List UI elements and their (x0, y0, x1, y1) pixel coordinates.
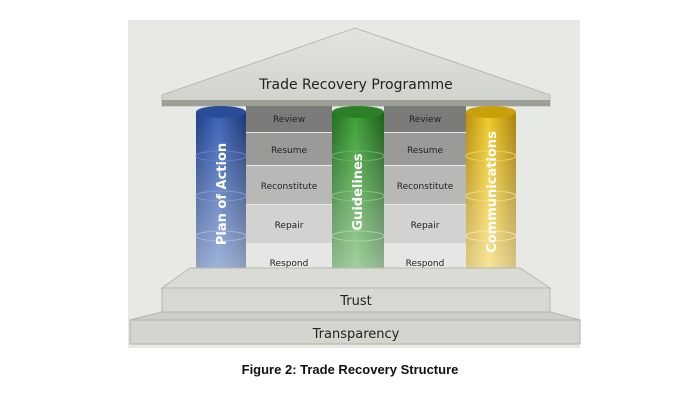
roof-title: Trade Recovery Programme (258, 77, 452, 93)
step-review-left (246, 106, 332, 132)
pillar-label: Plan of Action (215, 143, 230, 245)
base-label: Transparency (312, 327, 400, 342)
step-label: Resume (271, 146, 308, 156)
roof-beam (162, 100, 550, 106)
pillar-communications: Communications (465, 106, 517, 286)
base-transparency: Transparency (129, 311, 581, 345)
step-repair-left (246, 205, 332, 243)
pillar-label: Guidelines (351, 153, 366, 230)
figure-caption: Figure 2: Trade Recovery Structure (241, 362, 459, 377)
step-reconstitute-right (384, 166, 466, 204)
pillar-label: Communications (485, 131, 500, 253)
step-label: Respond (270, 259, 309, 269)
steps-left: Review Resume Reconstitute Repair Respon… (246, 106, 332, 280)
steps-right: Review Resume Reconstitute Repair Respon… (384, 106, 466, 280)
step-repair-right (384, 205, 466, 243)
pillar-plan-of-action: Plan of Action (195, 106, 247, 286)
step-label: Reconstitute (397, 182, 454, 192)
step-label: Repair (411, 221, 440, 231)
step-resume-left (246, 133, 332, 165)
step-label: Respond (406, 259, 445, 269)
step-label: Review (273, 115, 305, 125)
step-label: Reconstitute (261, 182, 318, 192)
step-review-right (384, 106, 466, 132)
step-resume-right (384, 133, 466, 165)
base-label: Trust (339, 294, 371, 309)
step-label: Resume (407, 146, 444, 156)
pillar-guidelines: Guidelines (331, 106, 385, 286)
step-label: Review (409, 115, 441, 125)
base-trust: Trust (160, 267, 552, 313)
step-label: Repair (275, 221, 304, 231)
step-reconstitute-left (246, 166, 332, 204)
